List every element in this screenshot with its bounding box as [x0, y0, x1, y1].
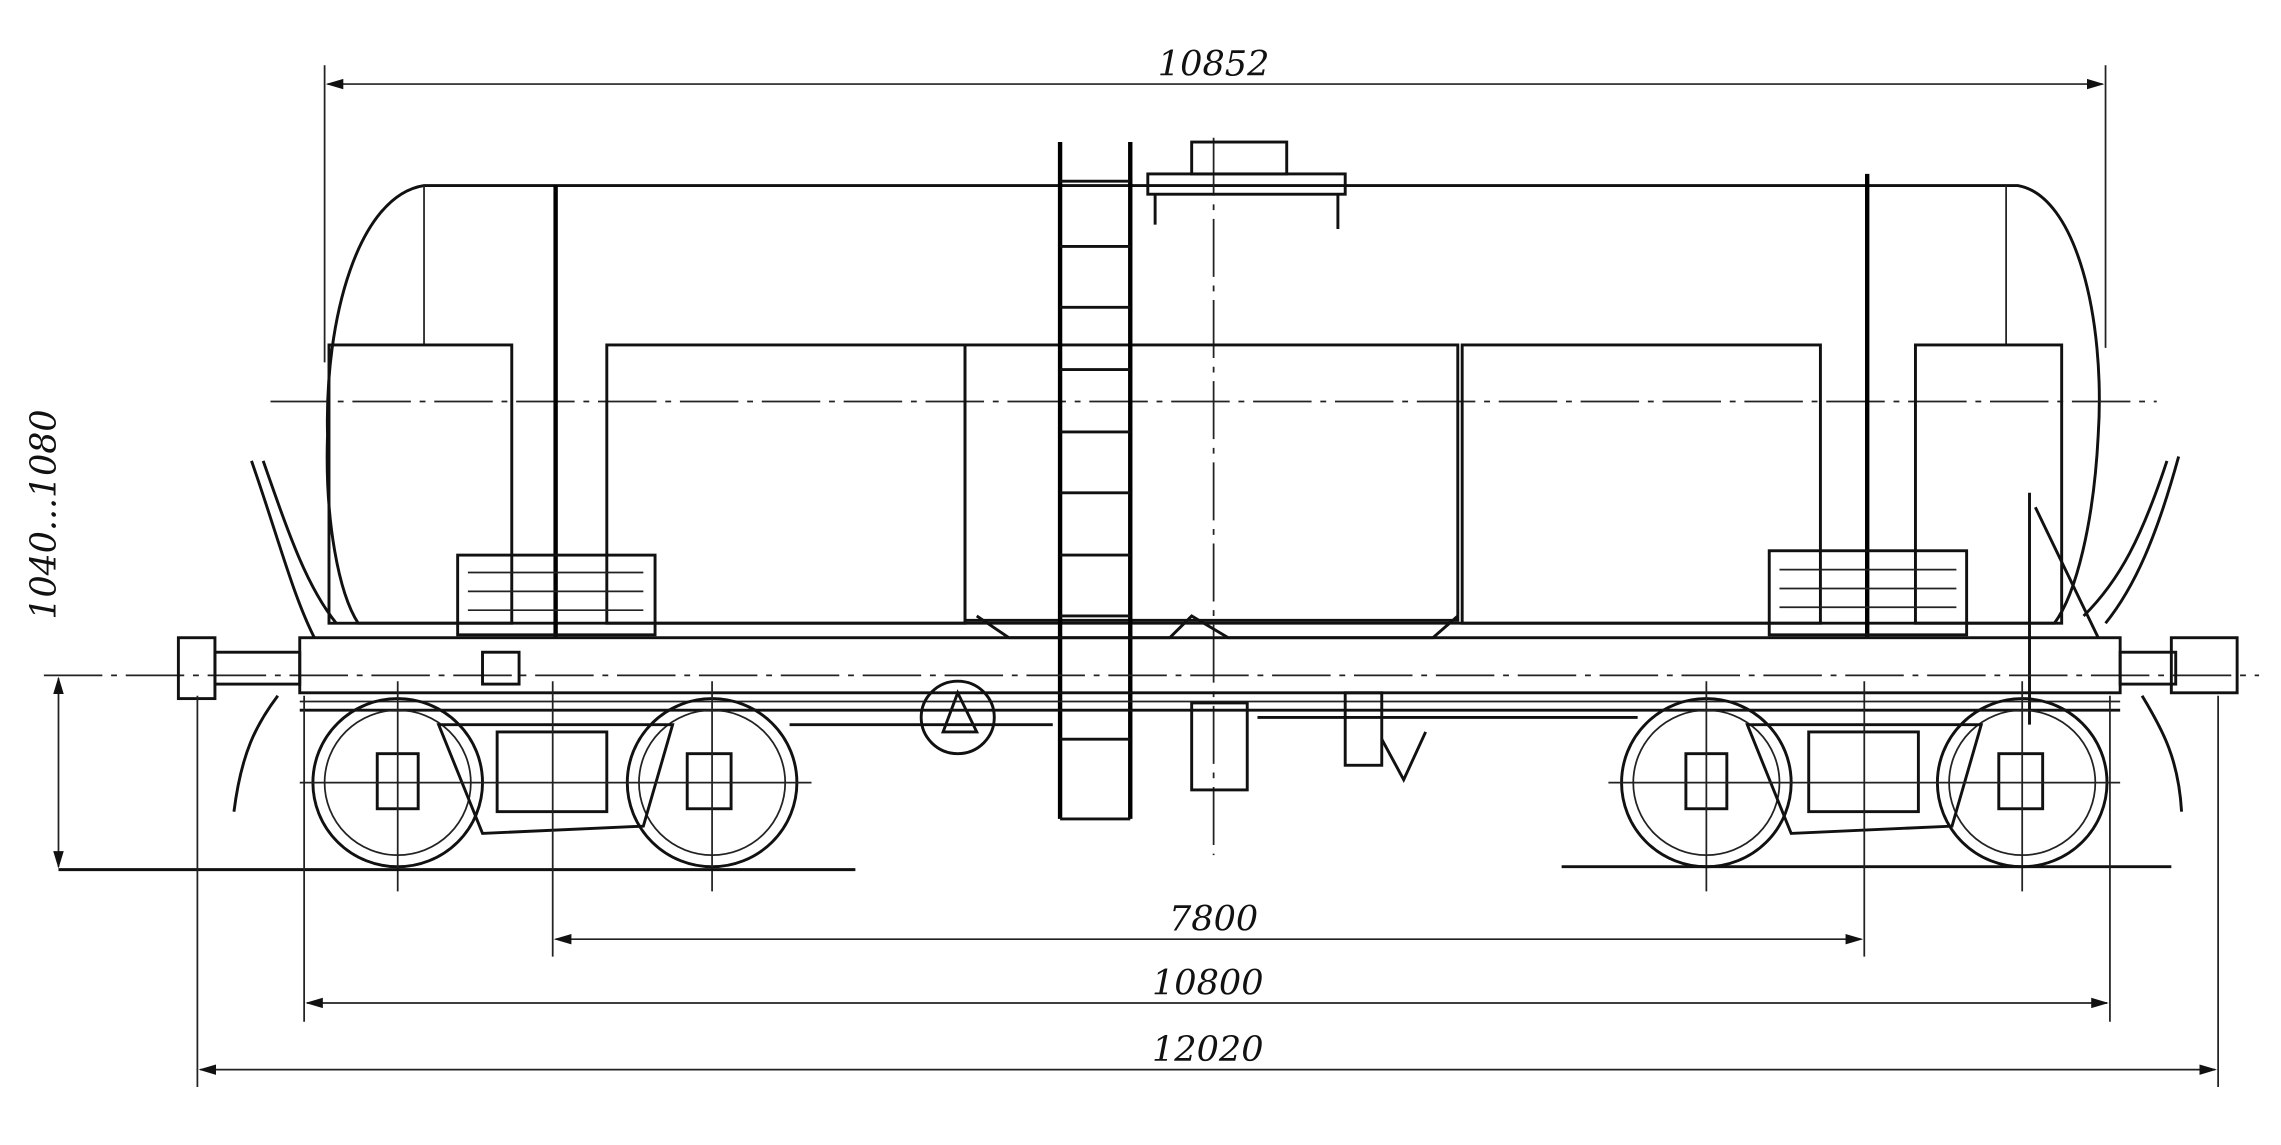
- dim-height-range: 1040...1080: [24, 409, 64, 619]
- couplers: [176, 636, 2239, 812]
- dim-tank-length: 10852: [1158, 45, 1270, 85]
- bogie-left: [299, 681, 812, 892]
- dim-bogie-centers: 7800: [1169, 900, 1258, 940]
- dome-hatch: [1146, 140, 1347, 229]
- dim-frame-length: 10800: [1152, 963, 1264, 1003]
- ladder: [1057, 142, 1133, 821]
- extension-lines: [196, 65, 2220, 1088]
- handrails: [250, 173, 2181, 725]
- dimension-lines: [53, 78, 2217, 1075]
- dim-coupler-length: 12020: [1152, 1030, 1264, 1070]
- tank-panels: [327, 343, 2064, 640]
- step-boxes: [456, 549, 1969, 637]
